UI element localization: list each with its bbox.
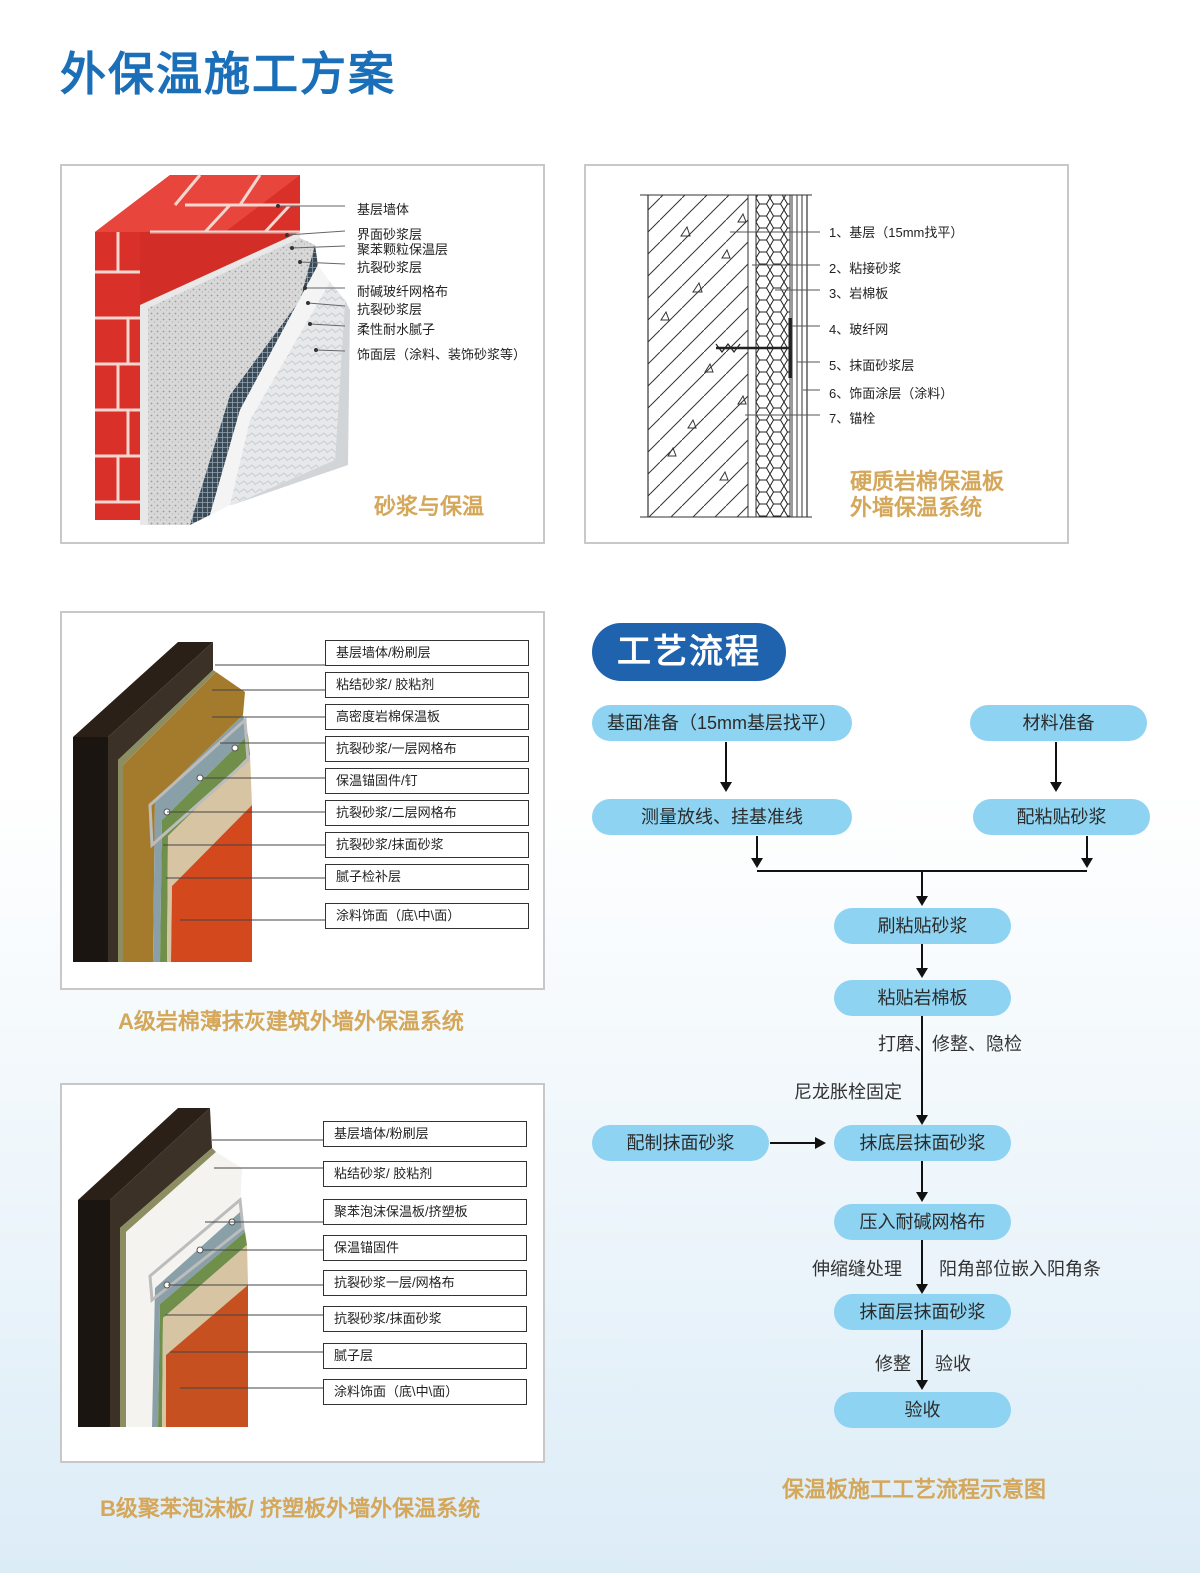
- label-fiberglass-mesh: 耐碱玻纤网格布: [357, 284, 449, 299]
- b-label-6: 腻子层: [323, 1343, 527, 1369]
- label-anchor: 7、锚栓: [829, 411, 876, 426]
- label-bonding-mortar: 2、粘接砂浆: [829, 261, 902, 276]
- caption-b-class: B级聚苯泡沫板/ 挤塑板外墙外保温系统: [100, 1496, 481, 1521]
- note-anchor: 尼龙胀栓固定: [794, 1082, 902, 1102]
- rock-wool-system-drawing: [73, 642, 325, 962]
- label-putty: 柔性耐水腻子: [357, 322, 436, 337]
- note-grind: 打磨、修整、隐检: [878, 1034, 1022, 1054]
- a-label-7: 腻子检补层: [325, 864, 529, 890]
- step-brush-mortar: 刷粘贴砂浆: [834, 908, 1011, 944]
- b-label-4: 抗裂砂浆一层/网格布: [323, 1270, 527, 1296]
- label-finish-layer: 饰面层（涂料、装饰砂浆等）: [357, 347, 527, 362]
- step-base-prep: 基面准备（15mm基层找平）: [592, 705, 852, 741]
- a-label-0: 基层墙体/粉刷层: [325, 640, 529, 666]
- flow-arrows: [720, 742, 1093, 1390]
- a-label-1: 粘结砂浆/ 胶粘剂: [325, 672, 529, 698]
- step-mix-plaster: 配制抹面砂浆: [592, 1125, 769, 1161]
- caption-rock-wool-line2: 外墙保温系统: [850, 495, 983, 520]
- label-rock-wool: 3、岩棉板: [829, 286, 889, 301]
- a-label-6: 抗裂砂浆/抹面砂浆: [325, 832, 529, 858]
- b-label-1: 粘结砂浆/ 胶粘剂: [323, 1161, 527, 1187]
- label-glass-mesh: 4、玻纤网: [829, 322, 889, 337]
- caption-rock-wool-line1: 硬质岩棉保温板: [850, 469, 1005, 494]
- note-corner: 阳角部位嵌入阳角条: [939, 1259, 1101, 1279]
- label-base-wall: 基层墙体: [357, 202, 410, 217]
- caption-mortar-insulation: 砂浆与保温: [374, 494, 485, 519]
- step-measure: 测量放线、挂基准线: [592, 799, 852, 835]
- caption-process-flow: 保温板施工工艺流程示意图: [782, 1477, 1047, 1502]
- label-crack-mortar-2: 抗裂砂浆层: [357, 302, 423, 317]
- step-top-plaster: 抹面层抹面砂浆: [834, 1294, 1011, 1330]
- caption-a-class: A级岩棉薄抹灰建筑外墙外保温系统: [118, 1009, 464, 1034]
- b-label-0: 基层墙体/粉刷层: [323, 1121, 527, 1147]
- label-eps-granule: 聚苯颗粒保温层: [357, 242, 449, 257]
- a-label-8: 涂料饰面（底\中\面）: [325, 903, 529, 929]
- process-flow-badge: 工艺流程: [592, 623, 786, 681]
- b-label-3: 保温锚固件: [323, 1235, 527, 1261]
- b-label-2: 聚苯泡沫保温板/挤塑板: [323, 1199, 527, 1225]
- b-label-5: 抗裂砂浆/抹面砂浆: [323, 1306, 527, 1332]
- step-press-mesh: 压入耐碱网格布: [834, 1204, 1011, 1240]
- label-finish-coat: 6、饰面涂层（涂料）: [829, 386, 954, 401]
- label-plaster-layer: 5、抹面砂浆层: [829, 358, 915, 373]
- step-accept: 验收: [834, 1392, 1011, 1428]
- eps-system-drawing: [78, 1108, 323, 1427]
- step-paste-board: 粘贴岩棉板: [834, 980, 1011, 1016]
- a-label-2: 高密度岩棉保温板: [325, 704, 529, 730]
- a-label-5: 抗裂砂浆/二层网格布: [325, 800, 529, 826]
- label-base-layer: 1、基层（15mm找平）: [829, 225, 964, 240]
- a-label-4: 保温锚固件/钉: [325, 768, 529, 794]
- a-label-3: 抗裂砂浆/一层网格布: [325, 736, 529, 762]
- note-joint: 伸缩缝处理: [812, 1259, 902, 1279]
- step-material-prep: 材料准备: [970, 705, 1147, 741]
- note-inspect: 验收: [935, 1354, 971, 1374]
- label-interface-mortar: 界面砂浆层: [357, 227, 423, 242]
- page-title: 外保温施工方案: [60, 48, 396, 100]
- step-base-plaster: 抹底层抹面砂浆: [834, 1125, 1011, 1161]
- note-trim: 修整: [875, 1354, 911, 1374]
- step-mix-mortar: 配粘贴砂浆: [973, 799, 1150, 835]
- rock-wool-section-drawing: [640, 194, 820, 518]
- label-crack-mortar-1: 抗裂砂浆层: [357, 260, 423, 275]
- b-label-7: 涂料饰面（底\中\面）: [323, 1379, 527, 1405]
